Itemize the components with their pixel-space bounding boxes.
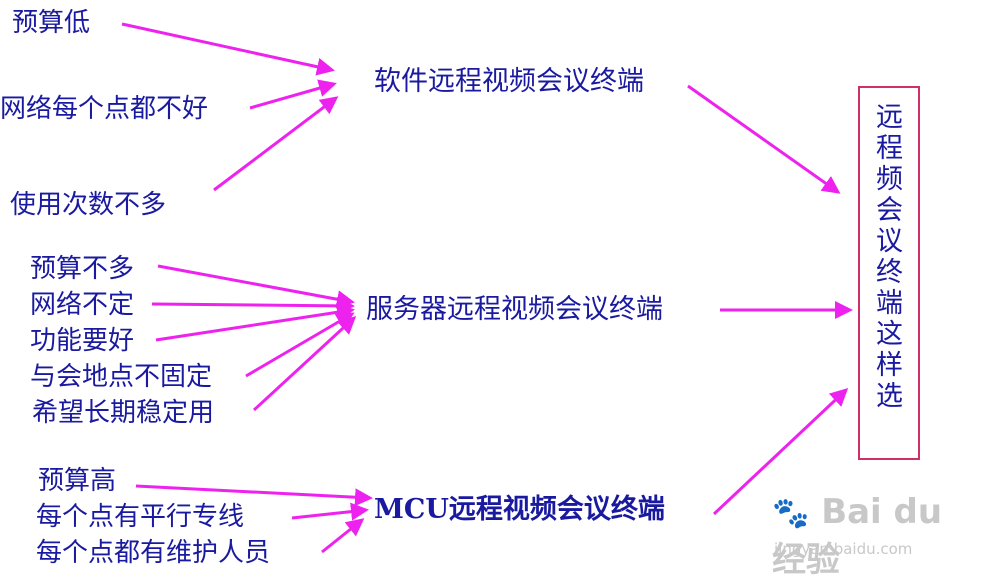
terminal-label: 软件远程视频会议终端 bbox=[374, 66, 644, 97]
arrow bbox=[151, 296, 355, 315]
watermark-logo: 🐾 Bai du 经验 bbox=[772, 492, 968, 581]
result-box: 远程频会议终端这样选 bbox=[858, 86, 920, 460]
terminal-label: MCU远程视频会议终端 bbox=[374, 494, 665, 525]
arrow bbox=[687, 84, 841, 194]
condition-label: 每个点有平行专线 bbox=[36, 502, 245, 532]
arrow bbox=[291, 502, 369, 521]
paw-icon: 🐾 bbox=[772, 496, 810, 531]
arrow bbox=[712, 387, 849, 516]
arrow bbox=[245, 312, 355, 378]
condition-label: 使用次数不多 bbox=[10, 190, 167, 220]
terminal-label: 服务器远程视频会议终端 bbox=[366, 294, 663, 325]
condition-label: 每个点都有维护人员 bbox=[36, 538, 271, 568]
arrow bbox=[121, 22, 335, 76]
condition-label: 预算低 bbox=[12, 8, 91, 38]
arrow bbox=[321, 518, 365, 554]
condition-label: 与会地点不固定 bbox=[30, 362, 213, 392]
arrow bbox=[252, 315, 357, 412]
condition-label: 网络不定 bbox=[30, 290, 135, 320]
watermark: 🐾 Bai du 经验 jingyan.baidu.com bbox=[772, 492, 968, 580]
result-label: 远程频会议终端这样选 bbox=[871, 102, 902, 412]
watermark-url: jingyan.baidu.com bbox=[774, 540, 913, 558]
arrow bbox=[157, 264, 355, 309]
condition-label: 预算不多 bbox=[30, 254, 135, 284]
arrow bbox=[213, 96, 339, 192]
arrow bbox=[135, 484, 373, 507]
condition-label: 网络每个点都不好 bbox=[0, 94, 209, 124]
arrow bbox=[249, 79, 337, 110]
condition-label: 功能要好 bbox=[30, 326, 135, 356]
arrow bbox=[155, 303, 355, 342]
condition-label: 预算高 bbox=[38, 466, 117, 496]
condition-label: 希望长期稳定用 bbox=[32, 398, 215, 428]
watermark-logo-text: Bai du 经验 bbox=[772, 492, 943, 580]
